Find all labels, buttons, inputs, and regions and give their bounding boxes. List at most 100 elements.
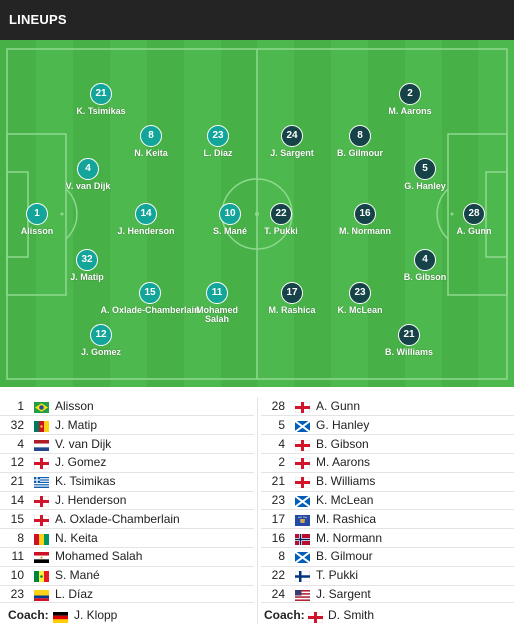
pitch-player-williams[interactable]: 21 B. Williams [385, 324, 433, 357]
player-name[interactable]: B. Williams [316, 474, 376, 489]
player-number: 14 [135, 203, 157, 225]
pitch: 21 K. Tsimikas 8 N. Keita 23 L. Díaz 4 V… [0, 40, 514, 387]
pitch-player-matip[interactable]: 32 J. Matip [70, 249, 104, 282]
player-name[interactable]: S. Mané [55, 568, 100, 583]
pitch-player-keita[interactable]: 8 N. Keita [134, 125, 168, 158]
pitch-player-mclean[interactable]: 23 K. McLean [337, 282, 383, 315]
player-name[interactable]: N. Keita [55, 530, 98, 545]
pitch-player-alisson[interactable]: 1 Alisson [21, 203, 53, 236]
lineup-row[interactable]: 16 M. Normann [261, 529, 514, 547]
lineup-row[interactable]: 8 B. Gilmour [261, 547, 514, 565]
player-name[interactable]: A. Gunn [316, 399, 361, 413]
player-name: A. Gunn [456, 226, 492, 236]
player-number: 8 [278, 549, 285, 564]
player-number: 4 [17, 436, 24, 451]
player-number: 11 [206, 282, 228, 304]
pitch-player-gunn[interactable]: 28 A. Gunn [457, 203, 492, 236]
pitch-player-hanley[interactable]: 5 G. Hanley [404, 158, 446, 191]
pitch-player-rashica[interactable]: 17 M. Rashica [268, 282, 316, 315]
pitch-player-pukki[interactable]: 22 T. Pukki [264, 203, 298, 236]
row-separator [261, 415, 514, 417]
player-number: 23 [349, 282, 371, 304]
player-number: 17 [281, 282, 303, 304]
player-name[interactable]: A. Oxlade-Chamberlain [55, 511, 180, 526]
lineup-row[interactable]: 4 V. van Dijk [0, 435, 254, 453]
player-number: 2 [278, 455, 285, 470]
coach-name[interactable]: D. Smith [328, 608, 375, 622]
player-name[interactable]: L. Díaz [55, 587, 94, 601]
row-separator [261, 434, 514, 436]
away-coach: Coach: D. Smith [264, 605, 510, 625]
row-separator [261, 565, 514, 567]
pitch-player-oxlade-chamberlain[interactable]: 15 A. Oxlade-Chamberlain [100, 282, 200, 315]
lineup-row[interactable]: 2 M. Aarons [261, 453, 514, 471]
player-number: 8 [349, 125, 371, 147]
flag-egypt-icon [34, 550, 49, 564]
player-number: 21 [90, 83, 112, 105]
pitch-player-tsimikas[interactable]: 21 K. Tsimikas [76, 83, 126, 116]
row-separator [0, 490, 254, 492]
player-name: V. van Dijk [65, 181, 111, 191]
player-name[interactable]: G. Hanley [316, 417, 370, 432]
player-name: J. Henderson [117, 226, 175, 236]
flag-norway-icon [295, 532, 310, 545]
player-name[interactable]: B. Gibson [316, 436, 369, 451]
player-name[interactable]: J. Gomez [55, 455, 107, 470]
player-name[interactable]: V. van Dijk [55, 436, 112, 451]
player-name[interactable]: K. Tsimikas [55, 474, 116, 489]
pitch-player-van-dijk[interactable]: 4 V. van Dijk [66, 158, 110, 191]
player-name[interactable]: T. Pukki [316, 568, 359, 583]
pitch-player-gilmour[interactable]: 8 B. Gilmour [337, 125, 383, 158]
flag-england-icon [33, 494, 50, 508]
player-number: 16 [271, 530, 285, 545]
player-name[interactable]: B. Gilmour [316, 549, 373, 564]
player-name[interactable]: J. Sargent [316, 587, 371, 601]
row-separator [0, 415, 254, 417]
player-name: M. Rashica [268, 305, 316, 315]
pitch-player-aarons[interactable]: 2 M. Aarons [388, 83, 432, 116]
pitch-player-gomez[interactable]: 12 J. Gomez [81, 324, 121, 357]
player-name[interactable]: J. Matip [55, 417, 98, 432]
coach-name[interactable]: J. Klopp [74, 608, 118, 622]
pitch-player-gibson[interactable]: 4 B. Gibson [404, 249, 446, 282]
player-name[interactable]: M. Normann [316, 530, 383, 545]
pitch-player-diaz[interactable]: 23 L. Díaz [203, 125, 233, 158]
flag-scotland-icon [294, 494, 311, 508]
pitch-player-salah[interactable]: 11 Mohamed Salah [196, 282, 238, 324]
player-name: N. Keita [134, 148, 168, 158]
player-name[interactable]: M. Aarons [316, 455, 371, 470]
coach-separator [0, 602, 254, 603]
row-separator [0, 509, 254, 511]
player-name[interactable]: J. Henderson [55, 493, 127, 507]
row-separator [0, 453, 254, 454]
pitch-player-mane[interactable]: 10 S. Mané [213, 203, 247, 236]
player-name[interactable]: Alisson [55, 399, 94, 413]
player-name[interactable]: M. Rashica [316, 511, 377, 526]
flag-colombia-icon [34, 588, 49, 601]
pitch-player-henderson[interactable]: 14 J. Henderson [117, 203, 175, 236]
player-name[interactable]: K. McLean [316, 493, 374, 507]
pitch-player-normann[interactable]: 16 M. Normann [339, 203, 391, 236]
pitch-player-sargent[interactable]: 24 J. Sargent [270, 125, 314, 158]
coach-label: Coach: [264, 608, 305, 622]
player-name: J. Matip [70, 272, 104, 282]
player-name[interactable]: Mohamed Salah [55, 549, 143, 564]
